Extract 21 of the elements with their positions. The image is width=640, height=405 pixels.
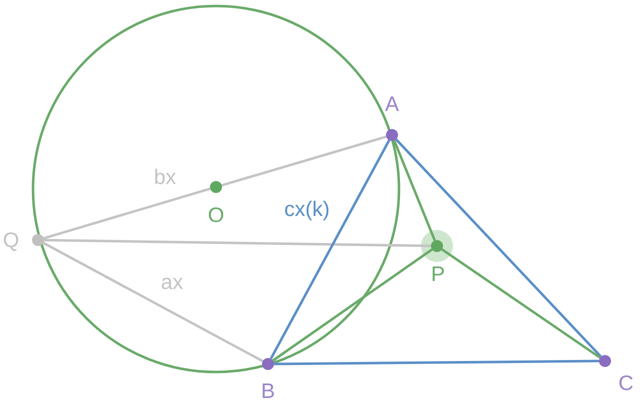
point-label: B [261, 381, 275, 403]
line-segment [441, 248, 601, 359]
point-dot [210, 181, 222, 193]
line-segment [44, 238, 432, 248]
point-label: C [618, 373, 634, 395]
point-label: O [208, 205, 224, 227]
point-label: P [431, 264, 445, 286]
line-segment [393, 140, 436, 241]
line-segment [274, 360, 600, 366]
point-label: Q [2, 230, 20, 252]
point-label: A [385, 94, 399, 116]
point-dot [599, 355, 611, 367]
line-segment [42, 242, 264, 362]
point-dot [32, 234, 44, 246]
line-segment [272, 248, 433, 362]
line-segment [43, 188, 211, 240]
point-dot [386, 129, 398, 141]
line-segment [270, 140, 390, 360]
line-segment [395, 138, 602, 358]
point-dot [262, 358, 274, 370]
line-segment [221, 136, 387, 186]
